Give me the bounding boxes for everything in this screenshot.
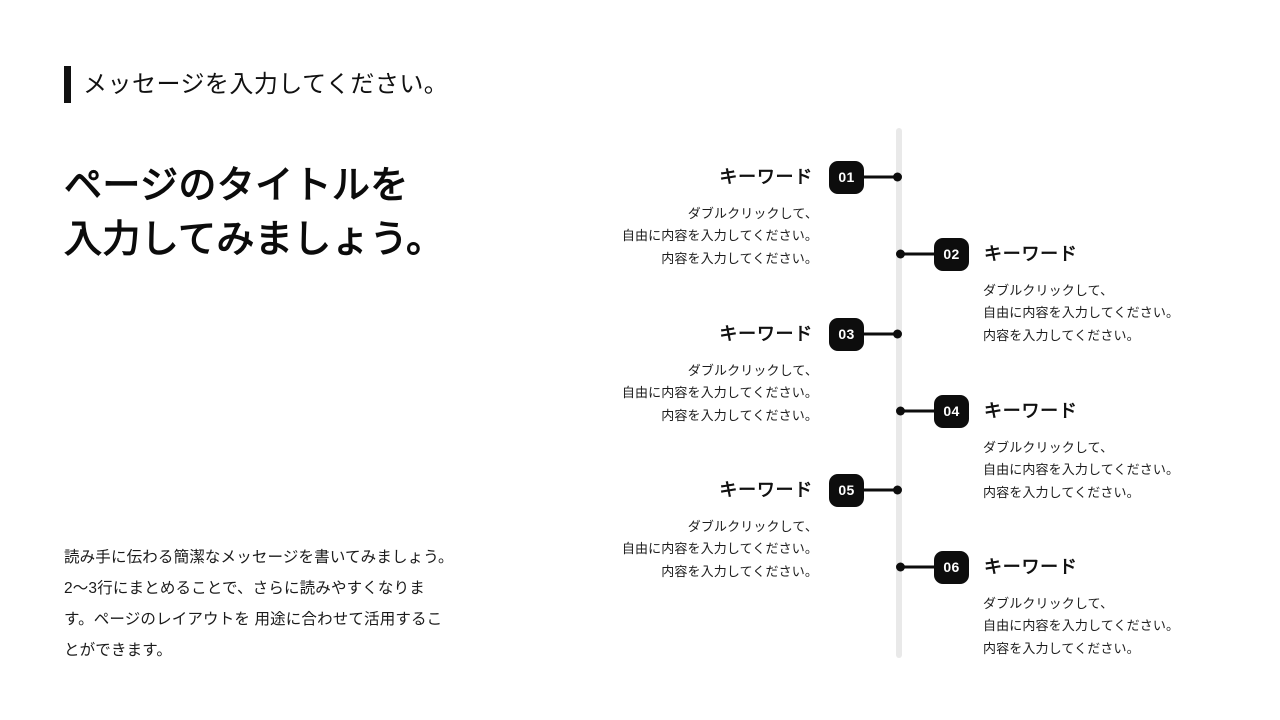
timeline-item-02-connector <box>896 249 934 259</box>
desc-line-1: ダブルクリックして、 <box>983 440 1114 455</box>
timeline-item-01-description[interactable]: ダブルクリックして、 自由に内容を入力してください。 内容を入力してください。 <box>560 203 902 270</box>
timeline-item-02[interactable]: 02 キーワード ダブルクリックして、 自由に内容を入力してください。 内容を入… <box>896 237 1256 357</box>
timeline-item-04[interactable]: 04 キーワード ダブルクリックして、 自由に内容を入力してください。 内容を入… <box>896 394 1256 514</box>
connector-dot-icon <box>896 406 905 416</box>
timeline-item-01[interactable]: キーワード 01 ダブルクリックして、 自由に内容を入力してください。 内容を入… <box>560 160 902 280</box>
timeline-item-03-number-badge: 03 <box>829 317 864 351</box>
timeline-item-05-description[interactable]: ダブルクリックして、 自由に内容を入力してください。 内容を入力してください。 <box>560 516 902 583</box>
desc-line-1: ダブルクリックして、 <box>687 206 818 221</box>
desc-line-2: 自由に内容を入力してください。 <box>621 228 818 244</box>
timeline-item-05-number-badge: 05 <box>829 473 864 507</box>
eyebrow-accent-bar <box>64 66 71 103</box>
timeline-item-01-keyword[interactable]: キーワード <box>719 167 813 187</box>
timeline-item-06-number-badge: 06 <box>934 550 969 584</box>
timeline-item-02-keyword[interactable]: キーワード <box>984 244 1078 264</box>
timeline-item-03-description[interactable]: ダブルクリックして、 自由に内容を入力してください。 内容を入力してください。 <box>560 360 902 427</box>
timeline-item-04-description[interactable]: ダブルクリックして、 自由に内容を入力してください。 内容を入力してください。 <box>896 437 1256 504</box>
connector-dot-icon <box>896 249 905 259</box>
connector-line <box>864 332 898 336</box>
desc-line-3: 内容を入力してください。 <box>661 407 818 423</box>
connector-dot-icon <box>893 329 902 339</box>
desc-line-3: 内容を入力してください。 <box>983 484 1140 500</box>
timeline-item-06[interactable]: 06 キーワード ダブルクリックして、 自由に内容を入力してください。 内容を入… <box>896 550 1256 670</box>
timeline-item-05-keyword[interactable]: キーワード <box>719 480 813 500</box>
timeline-axis-line <box>896 128 902 658</box>
timeline-item-04-head: 04 キーワード <box>896 394 1256 428</box>
desc-line-3: 内容を入力してください。 <box>661 250 818 266</box>
page-title[interactable]: ページのタイトルを 入力してみましょう。 <box>64 160 464 268</box>
desc-line-2: 自由に内容を入力してください。 <box>621 385 818 401</box>
timeline-item-04-connector <box>896 406 934 416</box>
left-content-column: メッセージを入力してください。 ページのタイトルを 入力してみましょう。 読み手… <box>64 0 484 720</box>
desc-line-1: ダブルクリックして、 <box>687 363 818 378</box>
timeline-item-03-keyword[interactable]: キーワード <box>719 324 813 344</box>
desc-line-3: 内容を入力してください。 <box>983 327 1140 343</box>
desc-line-3: 内容を入力してください。 <box>983 640 1140 656</box>
connector-dot-icon <box>893 485 902 495</box>
page-title-line-2: 入力してみましょう。 <box>64 218 445 261</box>
desc-line-1: ダブルクリックして、 <box>983 596 1114 611</box>
desc-line-3: 内容を入力してください。 <box>661 563 818 579</box>
timeline-item-01-connector <box>864 172 902 182</box>
desc-line-2: 自由に内容を入力してください。 <box>983 462 1180 478</box>
message-eyebrow: メッセージを入力してください。 <box>64 66 448 103</box>
desc-line-2: 自由に内容を入力してください。 <box>983 618 1180 634</box>
page-title-line-1: ページのタイトルを <box>64 165 409 207</box>
timeline-item-02-number-badge: 02 <box>934 237 969 271</box>
connector-line <box>900 252 934 256</box>
timeline-item-05-head: キーワード 05 <box>560 473 902 507</box>
timeline-item-01-head: キーワード 01 <box>560 160 902 194</box>
timeline-item-06-description[interactable]: ダブルクリックして、 自由に内容を入力してください。 内容を入力してください。 <box>896 593 1256 660</box>
timeline-item-03-connector <box>864 329 902 339</box>
timeline-item-04-keyword[interactable]: キーワード <box>984 401 1078 421</box>
timeline-item-02-head: 02 キーワード <box>896 237 1256 271</box>
timeline-item-05-connector <box>864 485 902 495</box>
timeline-item-03[interactable]: キーワード 03 ダブルクリックして、 自由に内容を入力してください。 内容を入… <box>560 317 902 437</box>
connector-line <box>864 175 898 179</box>
lede-paragraph[interactable]: 読み手に伝わる簡潔なメッセージを書いてみましょう。2〜3行にまとめることで、さら… <box>64 549 454 659</box>
timeline-item-06-connector <box>896 562 934 572</box>
connector-line <box>864 488 898 492</box>
timeline-item-06-head: 06 キーワード <box>896 550 1256 584</box>
timeline-item-04-number-badge: 04 <box>934 394 969 428</box>
desc-line-2: 自由に内容を入力してください。 <box>983 305 1180 321</box>
timeline-item-01-number-badge: 01 <box>829 160 864 194</box>
connector-line <box>900 565 934 569</box>
timeline-item-05[interactable]: キーワード 05 ダブルクリックして、 自由に内容を入力してください。 内容を入… <box>560 473 902 593</box>
desc-line-1: ダブルクリックして、 <box>687 519 818 534</box>
timeline-item-06-keyword[interactable]: キーワード <box>984 557 1078 577</box>
timeline-item-02-description[interactable]: ダブルクリックして、 自由に内容を入力してください。 内容を入力してください。 <box>896 280 1256 347</box>
timeline-item-03-head: キーワード 03 <box>560 317 902 351</box>
connector-dot-icon <box>896 562 905 572</box>
desc-line-2: 自由に内容を入力してください。 <box>621 541 818 557</box>
connector-dot-icon <box>893 172 902 182</box>
connector-line <box>900 409 934 413</box>
desc-line-1: ダブルクリックして、 <box>983 283 1114 298</box>
message-placeholder-text[interactable]: メッセージを入力してください。 <box>83 70 449 98</box>
